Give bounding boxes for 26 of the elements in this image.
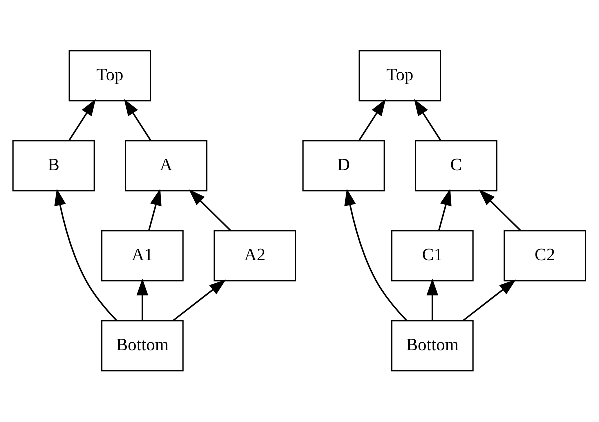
arrow	[462, 280, 516, 322]
node-box: Bottom	[101, 320, 184, 372]
arrow	[438, 188, 452, 232]
arrow	[54, 188, 118, 322]
arrow	[148, 188, 162, 232]
node-box: C	[415, 140, 498, 192]
arrow	[358, 99, 386, 142]
node-box: A2	[214, 230, 296, 282]
node-box: Top	[358, 50, 442, 102]
node-box: Top	[68, 50, 152, 102]
node-box: C1	[391, 230, 474, 282]
node-box: C2	[504, 230, 586, 282]
arrow	[124, 99, 152, 142]
node-box: A	[125, 140, 208, 192]
arrow	[172, 280, 226, 322]
arrow	[344, 188, 408, 322]
node-box: D	[302, 140, 386, 192]
arrow	[426, 278, 438, 321]
arrow	[478, 190, 522, 232]
node-box: B	[12, 140, 96, 192]
node-box: Bottom	[391, 320, 474, 372]
arrow	[188, 190, 232, 232]
arrow	[68, 99, 96, 142]
arrow	[136, 278, 148, 321]
arrow	[414, 99, 442, 142]
node-box: A1	[101, 230, 184, 282]
